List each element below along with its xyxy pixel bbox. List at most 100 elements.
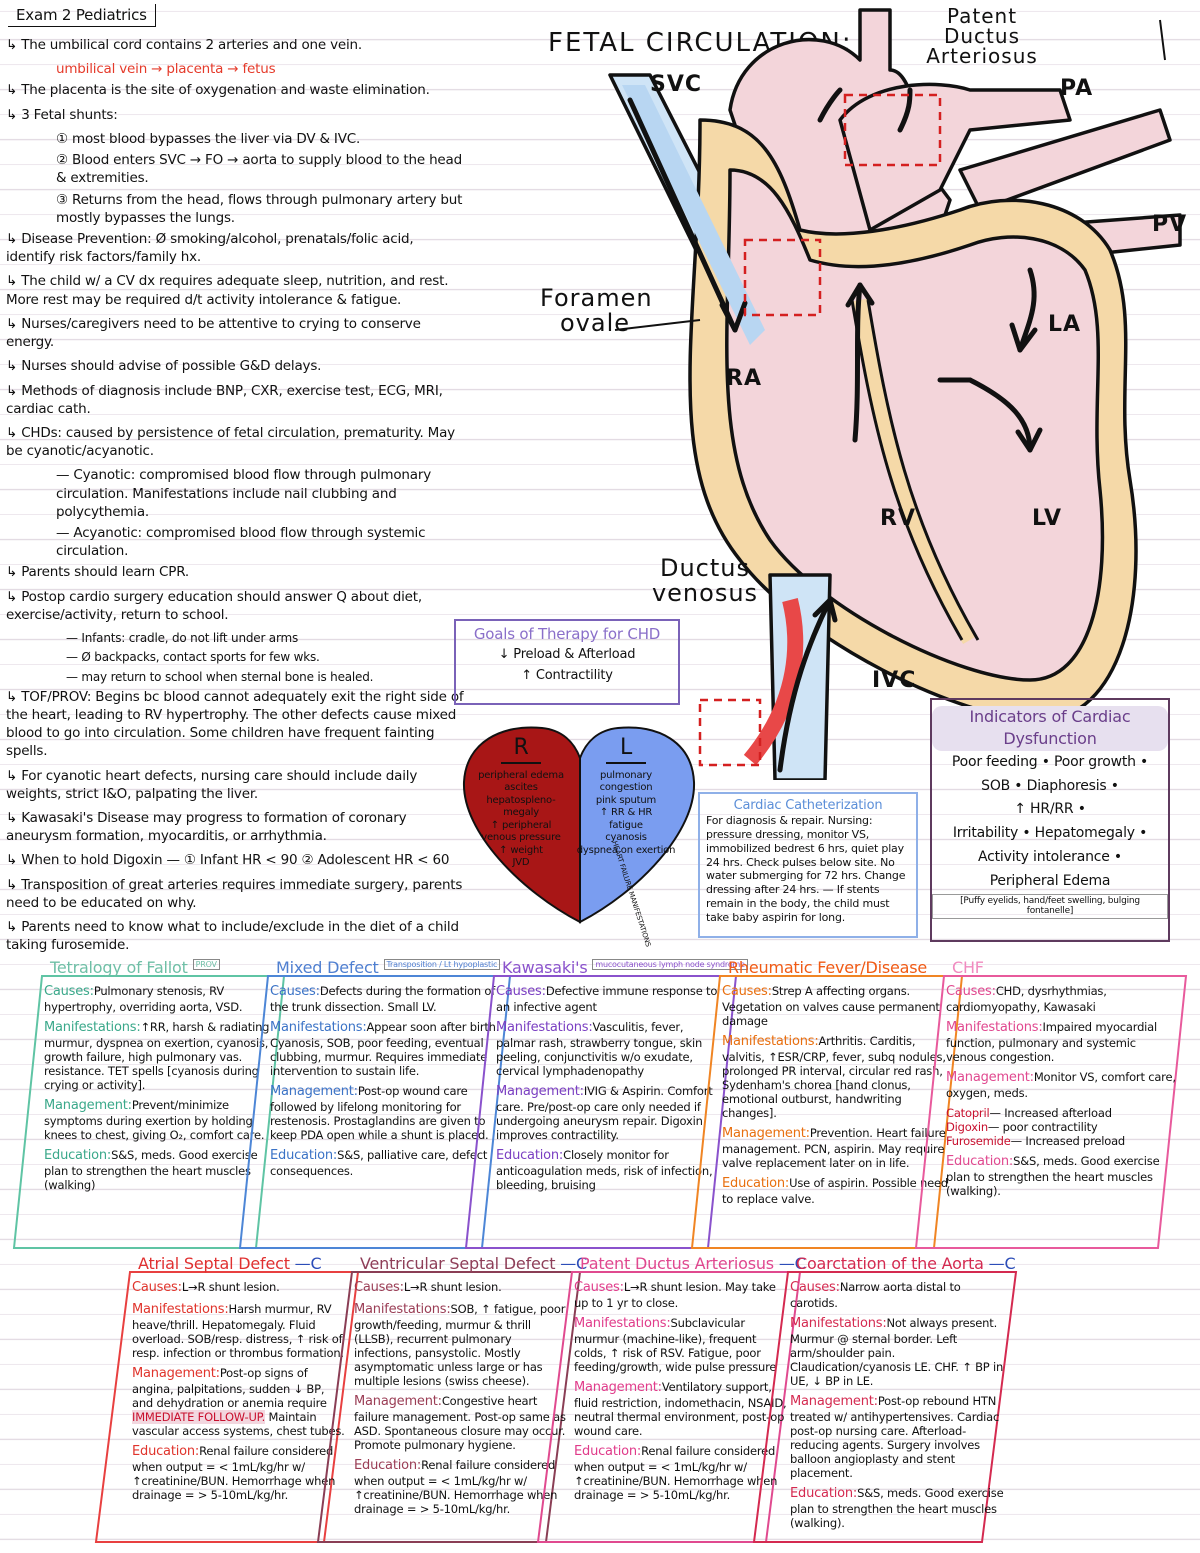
- card-section-manifestations: Manifestations:Subclavicular murmur (mac…: [574, 1316, 790, 1374]
- card-section-manifestations: Manifestations:Harsh murmur, RV heave/th…: [132, 1302, 348, 1360]
- right-label: R: [501, 734, 541, 764]
- label-ivc: IVC: [872, 668, 917, 693]
- indicator-row: ↑ HR/RR •: [1014, 801, 1086, 818]
- indicator-row: Peripheral Edema: [989, 872, 1111, 889]
- card-section-manifestations: Manifestations:Not always present. Murmu…: [790, 1316, 1006, 1388]
- note-item: ③ Returns from the head, flows through p…: [56, 191, 463, 226]
- card-section-education: Education:Renal failure considered when …: [574, 1444, 790, 1502]
- section-text-manifestations: ↑RR, harsh & radiating murmur, dyspnea o…: [44, 1019, 270, 1092]
- drug-row: Catopril— Increased afterload: [946, 1106, 1176, 1120]
- goals-title: Goals of Therapy for CHD: [473, 625, 661, 643]
- note-item: umbilical vein → placenta → fetus: [56, 61, 276, 78]
- section-label-education: Education:: [946, 1153, 1014, 1169]
- card-body: Causes:L→R shunt lesion. May take up to …: [574, 1280, 790, 1508]
- section-label-education: Education:: [496, 1147, 564, 1163]
- label-patent-ductus-arteriosus: Patent Ductus Arteriosus: [926, 4, 1038, 68]
- card-title-text: Rheumatic Fever/Disease: [728, 958, 928, 977]
- section-label-manifestations: Manifestations:: [132, 1301, 229, 1317]
- section-label-manifestations: Manifestations:: [946, 1019, 1043, 1035]
- note-item: ↳ Disease Prevention: Ø smoking/alcohol,…: [6, 230, 414, 266]
- right-hf-item: hepatospleno-megaly: [486, 794, 556, 819]
- card-title: Mixed Defect Transposition / Lt hypoplas…: [276, 958, 501, 977]
- card-section-management: Management:Congestive heart failure mana…: [354, 1394, 570, 1452]
- card-title-tag: PROV: [192, 958, 220, 970]
- card-section-education: Education:Closely monitor for anticoagul…: [496, 1148, 726, 1192]
- card-section-education: Education:Use of aspirin. Possible need …: [722, 1176, 952, 1206]
- section-label-causes: Causes:: [574, 1280, 624, 1295]
- goals-of-therapy-box: Goals of Therapy for CHD ↓ Preload & Aft…: [454, 619, 680, 705]
- card-section-education: Education:S&S, meds. Good exercise plan …: [44, 1148, 274, 1192]
- section-text-management: Post-op rebound HTN treated w/ antihyper…: [790, 1393, 1000, 1480]
- card-body: Causes:L→R shunt lesion.Manifestations:H…: [132, 1280, 348, 1508]
- card-title-suffix: —C: [988, 1254, 1016, 1273]
- section-text-causes: L→R shunt lesion.: [403, 1280, 502, 1294]
- section-label-manifestations: Manifestations:: [44, 1019, 141, 1035]
- card-section-causes: Causes:L→R shunt lesion. May take up to …: [574, 1280, 790, 1310]
- card-section-education: Education:Renal failure considered when …: [354, 1458, 570, 1516]
- section-label-manifestations: Manifestations:: [790, 1315, 887, 1331]
- section-text-management: Post-op signs of angina, palpitations, s…: [132, 1365, 327, 1410]
- section-label-education: Education:: [574, 1443, 642, 1459]
- indicators-box: Indicators of Cardiac Dysfunction Poor f…: [930, 698, 1170, 942]
- fetal-circulation-diagram: [608, 8, 1182, 780]
- section-text-causes: CHD, dysrhythmias, cardiomyopathy, Kawas…: [946, 984, 1107, 1014]
- card-title-text: Coarctation of the Aorta: [796, 1254, 984, 1273]
- card-title-text: Ventricular Septal Defect: [360, 1254, 556, 1273]
- ductus-venosus-highlight-box: [698, 698, 762, 767]
- card-title: Patent Ductus Arteriosus —C: [580, 1254, 806, 1273]
- section-text-management: IVIG & Aspirin. Comfort care. Pre/post-o…: [496, 1083, 713, 1142]
- card-title: Atrial Septal Defect —C: [138, 1254, 322, 1273]
- left-notes: ↳ The umbilical cord contains 2 arteries…: [6, 36, 466, 961]
- section-label-education: Education:: [44, 1147, 112, 1163]
- section-label-management: Management:: [270, 1083, 358, 1099]
- section-text-education: S&S, palliative care, defect consequence…: [270, 1147, 488, 1178]
- section-text-causes: L→R shunt lesion. May take up to 1 yr to…: [574, 1280, 776, 1310]
- drug-row: Furosemide— Increased preload: [946, 1134, 1176, 1148]
- card-body: Causes:Strep A affecting organs. Vegetat…: [722, 984, 952, 1212]
- section-text-education: Use of aspirin. Possible need to replace…: [722, 1175, 948, 1206]
- right-hf-item: peripheral edema: [478, 769, 564, 781]
- note-item: — Infants: cradle, do not lift under arm…: [66, 631, 299, 646]
- section-label-manifestations: Manifestations:: [270, 1019, 367, 1035]
- card-section-education: Education:S&S, meds. Good exercise plan …: [790, 1486, 1006, 1530]
- left-label: L: [606, 734, 646, 764]
- card-section-education: Education:S&S, meds. Good exercise plan …: [946, 1154, 1176, 1198]
- section-label-education: Education:: [132, 1443, 200, 1459]
- card-title-text: Tetralogy of Fallot: [50, 958, 188, 977]
- pda-highlight-box: [843, 93, 942, 167]
- right-hf-item: ascites: [504, 782, 538, 793]
- drug-effect: — poor contractility: [987, 1119, 1098, 1134]
- card-section-management: Management:IVIG & Aspirin. Comfort care.…: [496, 1084, 726, 1142]
- section-text-education: Renal failure considered when output = <…: [574, 1443, 778, 1502]
- card-section-management: Management:Post-op wound care followed b…: [270, 1084, 500, 1142]
- section-text-manifestations: Not always present. Murmur @ sternal bor…: [790, 1315, 1004, 1388]
- right-hf-item: JVD: [512, 857, 530, 868]
- section-label-causes: Causes:: [946, 984, 996, 999]
- card-frame: [752, 1271, 1018, 1543]
- section-text-manifestations: Impaired myocardial function, pulmonary …: [946, 1019, 1158, 1064]
- card-title-suffix: —C: [778, 1254, 806, 1273]
- foramen-ovale-highlight-box: [743, 238, 822, 317]
- cardiac-catheterization-box: Cardiac Catheterization For diagnosis & …: [698, 792, 918, 938]
- section-text-management: Prevent/minimize symptoms during exertio…: [44, 1097, 265, 1142]
- card-title-tag: mucocutaneous lymph node syndrome: [592, 958, 748, 970]
- section-label-causes: Causes:: [354, 1280, 404, 1295]
- indicators-title: Indicators of Cardiac Dysfunction: [932, 706, 1168, 751]
- card-section-causes: Causes:Strep A affecting organs. Vegetat…: [722, 984, 952, 1028]
- indicators-footnote: [Puffy eyelids, hand/feet swelling, bulg…: [932, 893, 1168, 920]
- card-section-causes: Causes:CHD, dysrhythmias, cardiomyopathy…: [946, 984, 1176, 1014]
- section-text-management2: Maintain vascular access systems, chest …: [132, 1409, 345, 1438]
- note-item: ↳ Parents need to know what to include/e…: [6, 919, 459, 954]
- card-section-management: Management:Ventilatory support, fluid re…: [574, 1380, 790, 1438]
- card-section-education: Education:S&S, palliative care, defect c…: [270, 1148, 500, 1178]
- pulmonary-vein-upper: [958, 108, 1172, 212]
- heart-failure-heart: [462, 726, 696, 924]
- card-section-causes: Causes:Pulmonary stenosis, RV hypertroph…: [44, 984, 274, 1014]
- note-item: ② Blood enters SVC → FO → aorta to suppl…: [56, 152, 462, 187]
- left-hf-item: ↑ RR & HR: [599, 807, 653, 818]
